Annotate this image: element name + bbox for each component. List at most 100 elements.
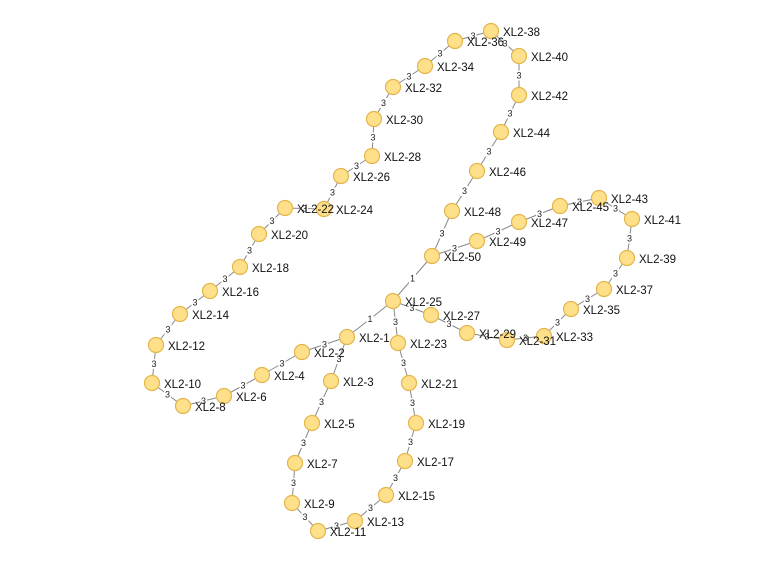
node-XL2-49[interactable] <box>468 232 486 250</box>
node-label-XL2-21: XL2-21 <box>421 379 458 391</box>
edge-label-bg <box>200 396 207 406</box>
node-labels-layer: XL2-1XL2-2XL2-3XL2-4XL2-5XL2-6XL2-7XL2-8… <box>164 27 681 539</box>
node-XL2-8[interactable] <box>174 397 192 415</box>
node-XL2-11[interactable] <box>309 522 327 540</box>
node-XL2-3[interactable] <box>322 372 340 390</box>
node-XL2-36[interactable] <box>446 32 464 50</box>
node-label-XL2-10: XL2-10 <box>164 379 201 391</box>
node-XL2-43[interactable] <box>590 189 608 207</box>
node-label-XL2-20: XL2-20 <box>271 230 308 242</box>
edge-weight-label: 3 <box>439 229 444 239</box>
edge-weight-label: 3 <box>555 318 560 328</box>
node-label-XL2-49: XL2-49 <box>489 237 526 249</box>
edge-weight-label: 3 <box>577 197 582 207</box>
node-XL2-25[interactable] <box>384 292 402 310</box>
node-XL2-34[interactable] <box>416 57 434 75</box>
edge-label-bg <box>369 132 377 143</box>
edge-label-bg <box>191 297 199 308</box>
node-XL2-10[interactable] <box>143 374 161 392</box>
node-XL2-9[interactable] <box>283 494 301 512</box>
node-XL2-50[interactable] <box>423 247 441 265</box>
edge-weight-label: 3 <box>523 333 528 343</box>
node-XL2-19[interactable] <box>407 414 425 432</box>
node-label-XL2-29: XL2-29 <box>479 329 516 341</box>
node-XL2-5[interactable] <box>303 414 321 432</box>
node-XL2-12[interactable] <box>147 336 165 354</box>
node-XL2-24[interactable] <box>315 200 333 218</box>
node-XL2-4[interactable] <box>253 366 271 384</box>
edge-label-bg <box>409 398 416 408</box>
node-XL2-28[interactable] <box>363 147 381 165</box>
edge-weight-label: 1 <box>367 314 372 324</box>
node-XL2-14[interactable] <box>171 305 189 323</box>
node-XL2-7[interactable] <box>286 454 304 472</box>
edge-weight-label: 3 <box>301 438 306 448</box>
node-XL2-40[interactable] <box>510 47 528 65</box>
node-XL2-15[interactable] <box>377 486 395 504</box>
node-XL2-45[interactable] <box>551 197 569 215</box>
node-label-XL2-50: XL2-50 <box>444 252 481 264</box>
node-XL2-22[interactable] <box>276 199 294 217</box>
edge-weight-label: 3 <box>165 390 170 400</box>
edge-weight-label: 3 <box>613 269 618 279</box>
node-label-XL2-26: XL2-26 <box>353 172 390 184</box>
node-XL2-1[interactable] <box>338 328 356 346</box>
node-XL2-20[interactable] <box>250 225 268 243</box>
edge-weight-label: 3 <box>247 246 252 256</box>
node-XL2-35[interactable] <box>562 300 580 318</box>
edge-weight-label: 3 <box>151 359 156 369</box>
node-XL2-16[interactable] <box>201 282 219 300</box>
edge-weight-label: 3 <box>393 473 398 483</box>
node-XL2-44[interactable] <box>492 123 510 141</box>
edge-weight-label: 3 <box>401 358 406 368</box>
nodes-layer <box>143 22 641 540</box>
edge-weight-label: 3 <box>279 359 284 369</box>
node-XL2-21[interactable] <box>400 374 418 392</box>
edge-weight-label: 3 <box>240 381 245 391</box>
node-XL2-41[interactable] <box>623 210 641 228</box>
edge-weight-label: 3 <box>291 478 296 488</box>
node-XL2-13[interactable] <box>346 512 364 530</box>
node-XL2-6[interactable] <box>215 387 233 405</box>
node-label-XL2-6: XL2-6 <box>236 392 267 404</box>
edge-label-bg <box>515 70 523 81</box>
node-XL2-46[interactable] <box>468 162 486 180</box>
node-XL2-30[interactable] <box>365 110 383 128</box>
edge-label-bg <box>626 233 633 244</box>
edge-label-bg <box>392 317 399 327</box>
node-XL2-31[interactable] <box>498 331 516 349</box>
edge-weight-label: 3 <box>507 109 512 119</box>
edge-label-bg <box>409 273 416 284</box>
node-XL2-48[interactable] <box>443 202 461 220</box>
node-label-XL2-16: XL2-16 <box>222 287 259 299</box>
node-XL2-29[interactable] <box>458 324 476 342</box>
edge-label-bg <box>576 197 583 207</box>
node-label-XL2-41: XL2-41 <box>644 215 681 227</box>
edge-weight-label: 3 <box>192 298 197 308</box>
node-XL2-23[interactable] <box>389 334 407 352</box>
node-XL2-42[interactable] <box>510 86 528 104</box>
node-XL2-47[interactable] <box>510 213 528 231</box>
edge-label-bg <box>469 31 477 41</box>
node-XL2-33[interactable] <box>535 327 553 345</box>
edge-label-bg <box>150 359 158 369</box>
edge-weight-label: 3 <box>410 398 415 408</box>
edge-weight-label: 3 <box>613 204 618 214</box>
edge-label-bg <box>380 98 387 108</box>
node-XL2-18[interactable] <box>231 258 249 276</box>
edge-weight-label: 3 <box>446 319 451 329</box>
edge-label-bg <box>612 203 619 214</box>
node-XL2-27[interactable] <box>422 306 440 324</box>
edge-label-bg <box>301 203 308 214</box>
node-label-XL2-33: XL2-33 <box>556 332 593 344</box>
node-XL2-32[interactable] <box>384 78 402 96</box>
node-XL2-26[interactable] <box>332 167 350 185</box>
edge-label-bg <box>536 209 543 219</box>
node-label-XL2-44: XL2-44 <box>513 128 551 140</box>
node-XL2-38[interactable] <box>482 22 500 40</box>
node-XL2-17[interactable] <box>396 452 414 470</box>
edge-weight-label: 3 <box>222 274 227 284</box>
node-XL2-2[interactable] <box>293 343 311 361</box>
node-XL2-37[interactable] <box>595 280 613 298</box>
node-XL2-39[interactable] <box>618 249 636 267</box>
